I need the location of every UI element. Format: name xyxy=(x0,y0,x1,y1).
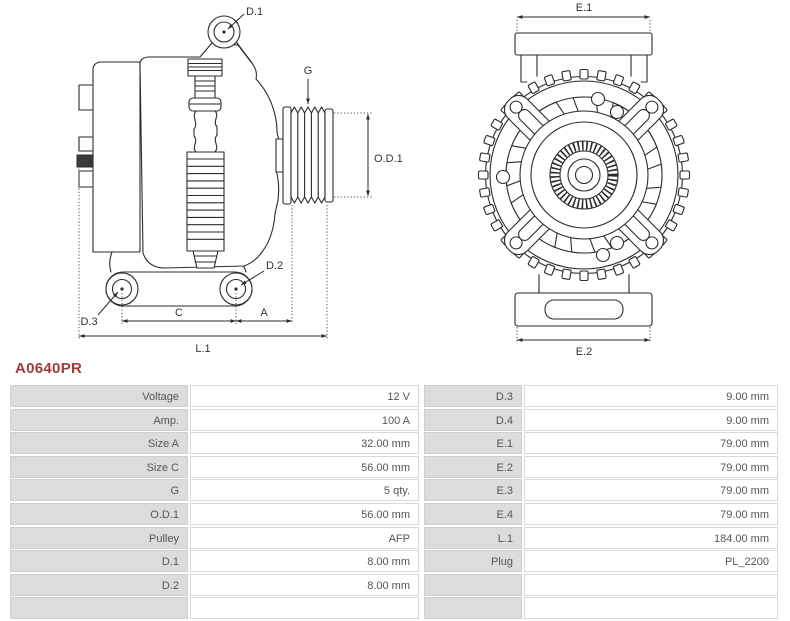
spec-row: Amp. 100 A D.4 9.00 mm xyxy=(10,408,778,431)
mount-hole-d1 xyxy=(207,15,241,49)
dim-label-d2: D.2 xyxy=(266,260,283,272)
part-number-title: A0640PR xyxy=(15,360,83,377)
technical-drawings: D.1 G O.D.1 D.2 D.3 C A L.1 E.1 E.2 xyxy=(76,2,693,358)
spec-row: Size C 56.00 mm E.2 79.00 mm xyxy=(10,455,778,478)
spec-label-cell: Amp. xyxy=(10,408,188,431)
spec-value-cell: 56.00 mm xyxy=(190,502,419,525)
spec-label-cell: Pulley xyxy=(10,526,188,549)
spec-row: G 5 qty. E.3 79.00 mm xyxy=(10,479,778,502)
dim-label-d1: D.1 xyxy=(246,6,263,18)
spec-label-cell: E.1 xyxy=(424,432,522,455)
spec-value-cell: 79.00 mm xyxy=(524,432,778,455)
spec-label-cell: D.3 xyxy=(424,385,522,407)
spec-label-cell: Size C xyxy=(10,455,188,478)
spec-label-cell: L.1 xyxy=(424,526,522,549)
front-view-dimensions xyxy=(516,15,651,343)
spec-value-cell xyxy=(190,597,419,620)
spec-value-cell: 56.00 mm xyxy=(190,455,419,478)
alternator-face xyxy=(475,66,693,284)
spec-label-cell: O.D.1 xyxy=(10,502,188,525)
shaft xyxy=(275,138,284,173)
spec-label-cell: Plug xyxy=(424,550,522,573)
spec-label-cell xyxy=(424,573,522,596)
spec-value-cell xyxy=(524,597,778,620)
spec-value-cell: 79.00 mm xyxy=(524,479,778,502)
rear-housing xyxy=(92,61,141,253)
spec-label-cell: D.2 xyxy=(10,573,188,596)
spec-label-cell: G xyxy=(10,479,188,502)
spec-row: Size A 32.00 mm E.1 79.00 mm xyxy=(10,432,778,455)
spec-row xyxy=(10,597,778,620)
spec-label-cell: D.4 xyxy=(424,408,522,431)
dim-label-od1: O.D.1 xyxy=(374,153,403,165)
spec-label-cell: D.1 xyxy=(10,550,188,573)
mount-hole-d2 xyxy=(219,272,253,306)
stator-column xyxy=(186,58,225,269)
spec-label-cell: Voltage xyxy=(10,385,188,407)
spec-value-cell: 32.00 mm xyxy=(190,432,419,455)
side-view-dimensions xyxy=(78,13,373,339)
spec-value-cell: 8.00 mm xyxy=(190,550,419,573)
spec-table: Voltage 12 V D.3 9.00 mm Amp. 100 A D.4 … xyxy=(10,385,778,621)
spec-value-cell: 8.00 mm xyxy=(190,573,419,596)
spec-value-cell: 184.00 mm xyxy=(524,526,778,549)
spec-value-cell: 100 A xyxy=(190,408,419,431)
spec-value-cell: PL_2200 xyxy=(524,550,778,573)
pulley xyxy=(282,106,334,205)
dim-label-l1: L.1 xyxy=(195,343,210,355)
dim-label-e2: E.2 xyxy=(576,346,593,358)
top-bracket xyxy=(514,32,653,83)
spec-value-cell: AFP xyxy=(190,526,419,549)
spec-label-cell: E.2 xyxy=(424,455,522,478)
dim-label-a: A xyxy=(260,307,268,319)
spec-value-cell: 79.00 mm xyxy=(524,455,778,478)
dim-label-e1: E.1 xyxy=(576,2,593,14)
spec-value-cell xyxy=(524,573,778,596)
dim-label-d3: D.3 xyxy=(80,316,97,328)
spec-label-cell: Size A xyxy=(10,432,188,455)
spec-value-cell: 12 V xyxy=(190,385,419,407)
spec-row: D.1 8.00 mm Plug PL_2200 xyxy=(10,550,778,573)
spec-value-cell: 9.00 mm xyxy=(524,385,778,407)
spec-row: Voltage 12 V D.3 9.00 mm xyxy=(10,385,778,407)
spec-label-cell xyxy=(10,597,188,620)
front-view-drawing xyxy=(475,15,693,343)
dim-label-c: C xyxy=(175,307,183,319)
spec-label-cell: E.3 xyxy=(424,479,522,502)
spec-value-cell: 9.00 mm xyxy=(524,408,778,431)
spec-value-cell: 5 qty. xyxy=(190,479,419,502)
spec-value-cell: 79.00 mm xyxy=(524,502,778,525)
spec-label-cell: E.4 xyxy=(424,502,522,525)
dim-label-g: G xyxy=(304,65,313,77)
spec-row: O.D.1 56.00 mm E.4 79.00 mm xyxy=(10,502,778,525)
spec-label-cell xyxy=(424,597,522,620)
spec-row: D.2 8.00 mm xyxy=(10,573,778,596)
spec-row: Pulley AFP L.1 184.00 mm xyxy=(10,526,778,549)
side-view-drawing xyxy=(76,13,373,339)
